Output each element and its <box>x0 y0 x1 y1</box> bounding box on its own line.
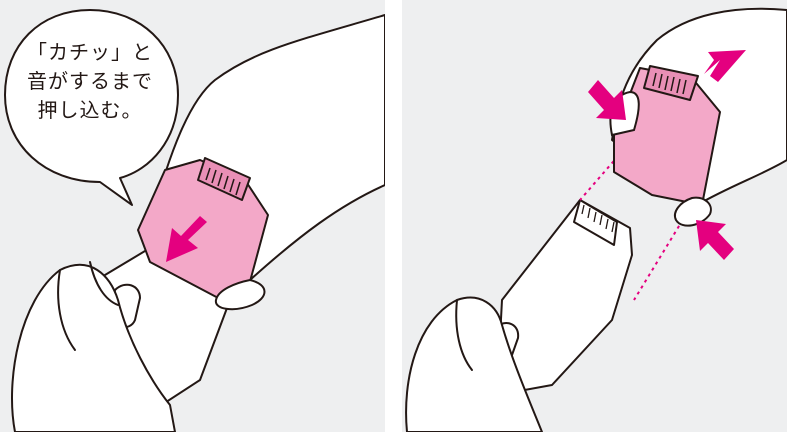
callout-line-1: 「カチッ」と <box>4 38 176 67</box>
remove-drawing <box>402 0 787 432</box>
callout-line-3: 押し込む。 <box>4 96 176 125</box>
callout-line-2: 音がするまで <box>4 67 176 96</box>
panel-remove <box>402 0 787 432</box>
press-arrow <box>696 220 734 260</box>
callout-text: 「カチッ」と 音がするまで 押し込む。 <box>4 38 176 125</box>
panel-attach: 「カチッ」と 音がするまで 押し込む。 <box>0 0 385 432</box>
press-arrow <box>588 80 626 120</box>
